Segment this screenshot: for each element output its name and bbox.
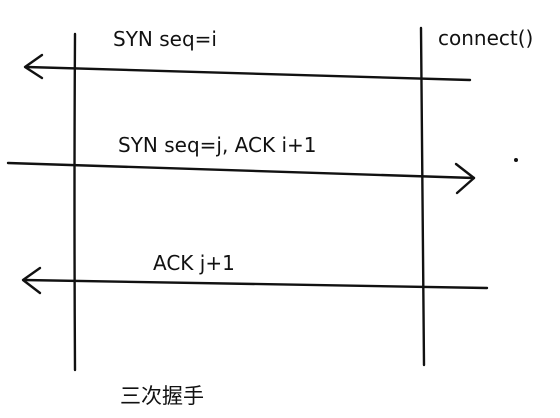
message-1-label: SYN seq=i	[113, 27, 217, 51]
left-lifeline	[73, 32, 77, 372]
message-2-label: SYN seq=j, ACK i+1	[118, 133, 317, 157]
message-1-arrowhead	[23, 53, 44, 80]
stray-dot	[514, 158, 518, 162]
diagram-caption: 三次握手	[120, 384, 204, 408]
message-1-arrow	[25, 65, 472, 82]
message-2-arrowhead	[454, 162, 476, 195]
right-lifeline	[419, 26, 426, 367]
message-2-arrow	[6, 161, 476, 180]
message-3-arrowhead	[21, 266, 42, 295]
message-3-label: ACK j+1	[153, 251, 235, 275]
right-lifeline-label: connect()	[438, 26, 533, 50]
message-3-arrow	[22, 278, 489, 290]
